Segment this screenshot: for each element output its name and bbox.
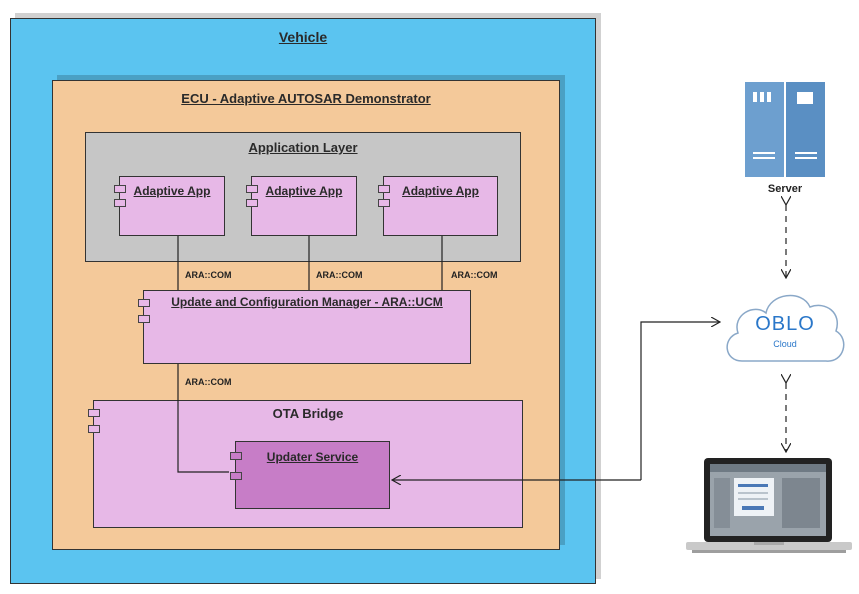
adaptive-app-3-label: Adaptive App [402, 184, 479, 198]
ara-com-label-4: ARA::COM [185, 377, 232, 387]
adaptive-app-1-label: Adaptive App [133, 184, 211, 198]
updater-service-label: Updater Service [266, 450, 359, 464]
component-icon [246, 199, 258, 207]
application-layer-title: Application Layer [248, 140, 358, 155]
ecu-title: ECU - Adaptive AUTOSAR Demonstrator [181, 91, 431, 106]
server-icon [745, 82, 825, 177]
updater-service-component: Updater Service [230, 441, 390, 509]
connector-ucm-updater [177, 364, 229, 473]
server-label: Server [767, 183, 803, 195]
cloud-logo: OBLO [755, 313, 815, 335]
component-icon [246, 185, 258, 193]
component-icon [114, 185, 126, 193]
component-icon [378, 199, 390, 207]
adaptive-app-2-label: Adaptive App [265, 184, 343, 198]
ucm-component: Update and Configuration Manager - ARA::… [138, 290, 471, 364]
ara-com-label-1: ARA::COM [185, 270, 232, 280]
component-icon [230, 452, 242, 460]
connector-updater-cloud [640, 322, 720, 480]
component-icon [230, 472, 242, 480]
ota-bridge-title: OTA Bridge [272, 406, 344, 421]
ara-com-label-3: ARA::COM [451, 270, 498, 280]
component-icon [138, 315, 150, 323]
component-icon [88, 425, 100, 433]
adaptive-app-3: Adaptive App [378, 176, 498, 236]
cloud-sub-label: Cloud [773, 339, 797, 349]
component-icon [378, 185, 390, 193]
cloud-icon [726, 294, 845, 362]
adaptive-app-1: Adaptive App [114, 176, 225, 236]
ara-com-label-2: ARA::COM [316, 270, 363, 280]
component-icon [138, 299, 150, 307]
component-icon [114, 199, 126, 207]
component-icon [88, 409, 100, 417]
ucm-label: Update and Configuration Manager - ARA::… [171, 295, 443, 309]
adaptive-app-2: Adaptive App [246, 176, 357, 236]
vehicle-title: Vehicle [278, 29, 328, 45]
laptop-icon [686, 458, 852, 553]
